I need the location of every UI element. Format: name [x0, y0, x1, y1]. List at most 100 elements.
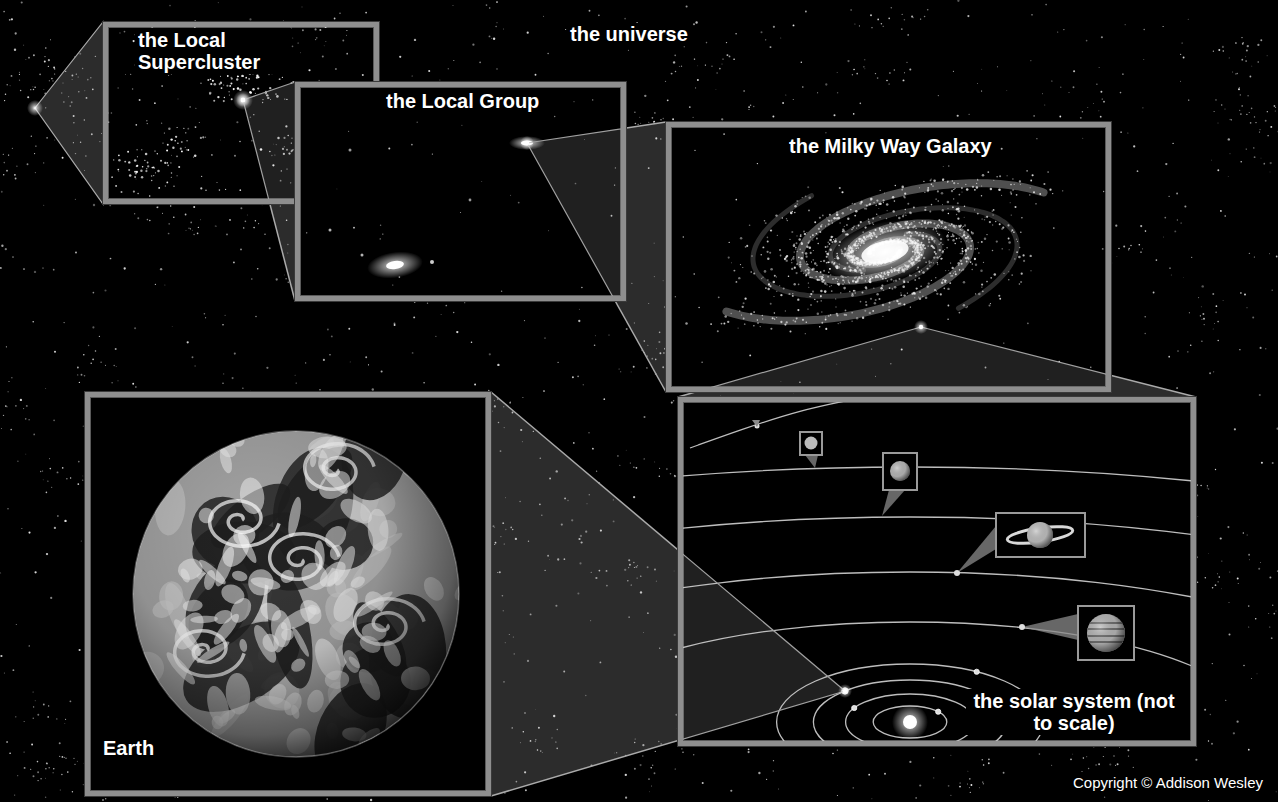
- star: [198, 227, 199, 228]
- star: [1170, 274, 1172, 276]
- star: [1246, 149, 1247, 150]
- star: [967, 770, 969, 772]
- star: [1187, 351, 1189, 353]
- star: [215, 225, 216, 226]
- star: [27, 96, 29, 98]
- star: [773, 770, 774, 771]
- star: [1217, 169, 1219, 171]
- star: [1269, 253, 1271, 255]
- star: [543, 15, 545, 17]
- star: [1276, 428, 1278, 430]
- star: [193, 234, 194, 235]
- star: [147, 219, 149, 221]
- star: [414, 301, 416, 303]
- star: [1119, 747, 1120, 748]
- star: [588, 432, 590, 434]
- star: [440, 314, 442, 316]
- star: [334, 18, 336, 20]
- star: [864, 68, 866, 70]
- star: [115, 348, 117, 350]
- star: [522, 397, 523, 398]
- star: [706, 42, 708, 44]
- star: [1263, 163, 1265, 165]
- star: [305, 362, 306, 363]
- star: [62, 157, 64, 159]
- star: [30, 769, 31, 770]
- star: [285, 278, 286, 279]
- star: [162, 213, 163, 214]
- star: [1210, 159, 1212, 161]
- star: [15, 32, 17, 34]
- star: [837, 795, 838, 796]
- star: [117, 380, 118, 381]
- star: [1098, 763, 1100, 765]
- star: [748, 751, 750, 753]
- star: [625, 797, 627, 799]
- star: [496, 22, 498, 24]
- star: [381, 370, 383, 372]
- star: [864, 59, 865, 60]
- star: [1217, 340, 1219, 342]
- star: [970, 784, 972, 786]
- star: [294, 374, 296, 376]
- star: [636, 22, 637, 23]
- star: [7, 406, 8, 407]
- star: [1045, 4, 1047, 6]
- star: [1213, 322, 1215, 324]
- star: [474, 384, 476, 386]
- star: [222, 324, 224, 326]
- star: [185, 214, 187, 216]
- star: [957, 115, 959, 117]
- star: [1272, 462, 1274, 464]
- star: [40, 778, 42, 780]
- star: [1072, 753, 1074, 755]
- star: [1243, 532, 1244, 533]
- star: [1233, 732, 1235, 734]
- star: [832, 753, 834, 755]
- star: [1252, 316, 1254, 318]
- star: [251, 278, 253, 280]
- star: [19, 80, 20, 81]
- star: [35, 145, 36, 146]
- star: [25, 453, 27, 455]
- star: [1, 245, 3, 247]
- star: [423, 382, 425, 384]
- star: [967, 783, 969, 785]
- star: [414, 39, 416, 41]
- star: [748, 748, 750, 750]
- star: [729, 56, 731, 58]
- star: [45, 797, 47, 799]
- star: [1207, 488, 1208, 489]
- star: [909, 68, 911, 70]
- star: [226, 234, 228, 236]
- star: [1174, 230, 1176, 232]
- star: [11, 377, 12, 378]
- star: [1265, 348, 1267, 350]
- star: [31, 136, 32, 137]
- star: [269, 247, 271, 249]
- star: [448, 68, 450, 70]
- star: [1201, 318, 1203, 320]
- star: [1260, 157, 1262, 159]
- star: [187, 341, 189, 343]
- star: [323, 359, 325, 361]
- star: [30, 89, 31, 90]
- star: [164, 285, 165, 286]
- star: [9, 85, 11, 87]
- star: [689, 25, 690, 26]
- star: [1184, 206, 1186, 208]
- star: [1212, 663, 1213, 664]
- star: [472, 44, 474, 46]
- star: [684, 46, 685, 47]
- star: [168, 233, 170, 235]
- star: [1051, 765, 1052, 766]
- star: [17, 775, 19, 777]
- star: [1044, 104, 1046, 106]
- star: [37, 771, 39, 773]
- star: [1217, 122, 1219, 124]
- star: [1204, 324, 1205, 325]
- star: [104, 289, 106, 291]
- star: [1198, 297, 1199, 298]
- star: [1276, 791, 1277, 792]
